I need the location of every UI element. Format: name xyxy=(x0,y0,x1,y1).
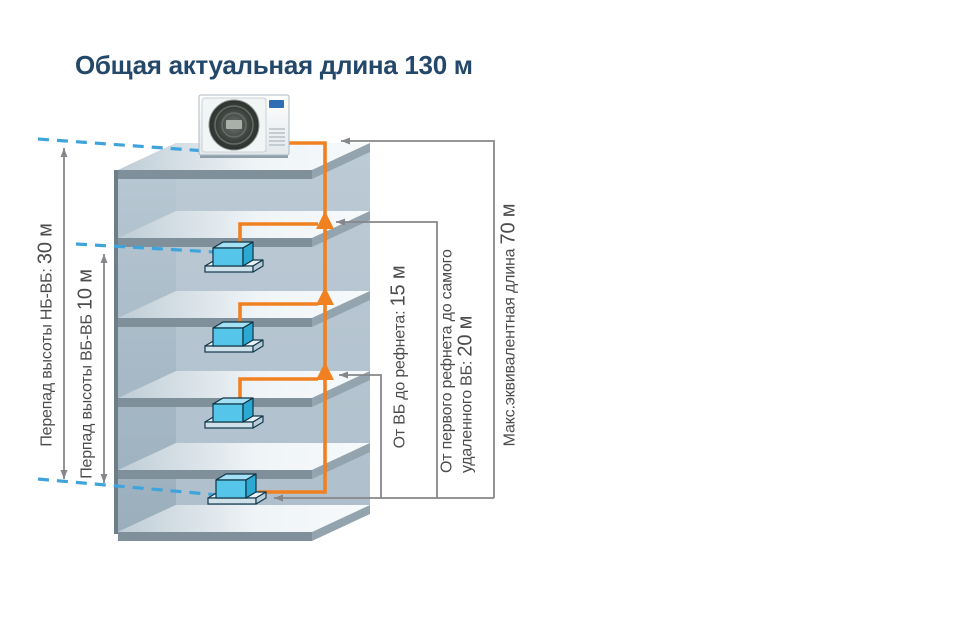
refnet-icon-3 xyxy=(316,362,334,380)
level-line-upper-indoor xyxy=(75,242,233,255)
label-value: 10 м xyxy=(74,269,97,310)
refnets xyxy=(316,211,334,380)
leader-line-max-equivalent xyxy=(341,137,495,498)
label-value: 15 м xyxy=(387,265,410,307)
label-text: От ВБ до рефнета: xyxy=(391,310,409,449)
leader-line-indoor-to-refnet xyxy=(339,371,382,498)
label-indoor-to-refnet: От ВБ до рефнета: 15 м xyxy=(388,266,411,449)
label-height-indoor-indoor: Перпад высоты ВБ-ВБ 10 м xyxy=(75,269,98,479)
fan-ring-outer xyxy=(214,105,254,145)
main-riser-pipe xyxy=(258,141,327,494)
fan-hub xyxy=(226,120,242,129)
label-text: Макс.эквивалентная длина xyxy=(501,248,519,447)
dimension-arrows xyxy=(60,148,108,483)
level-line-roof xyxy=(37,137,207,153)
label-refnet-to-farthest: От первого рефнета до самого удаленного … xyxy=(438,241,477,473)
outdoor-unit xyxy=(198,94,290,158)
outdoor-unit-base xyxy=(200,155,288,158)
left-wall-edge xyxy=(114,170,118,534)
label-value: 70 м xyxy=(497,203,520,245)
level-line-lowest-indoor xyxy=(37,477,231,498)
floor-slab-ground xyxy=(118,505,370,541)
diagram-title: Общая актуальная длина 130 м xyxy=(75,50,473,80)
vent-slots xyxy=(269,128,285,146)
refnet-icon-1 xyxy=(316,211,334,229)
leader-line-refnet-to-farthest xyxy=(336,218,438,498)
fan-ring-inner xyxy=(221,112,247,138)
label-text: Перпад высоты ВБ-ВБ xyxy=(78,314,96,479)
refnet-icon-2 xyxy=(316,287,334,305)
label-height-outdoor-indoor: Перепад высоты НБ-ВБ: 30 м xyxy=(35,223,58,446)
leader-lines xyxy=(274,137,495,502)
label-text: От первого рефнета до самого удаленного … xyxy=(438,249,476,473)
label-value: 30 м xyxy=(34,223,57,265)
label-text: Перепад высоты НБ-ВБ: xyxy=(38,268,56,447)
label-max-equivalent: Макс.эквивалентная длина 70 м xyxy=(498,204,521,447)
label-value: 20 м xyxy=(454,315,477,357)
brand-badge xyxy=(269,100,284,108)
